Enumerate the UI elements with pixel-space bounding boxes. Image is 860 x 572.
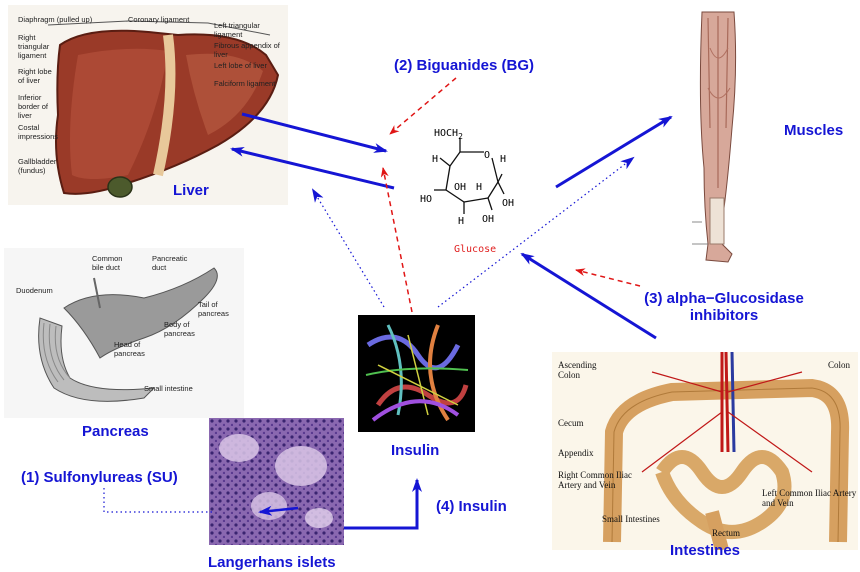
insulin-therapy-label: (4) Insulin: [436, 498, 507, 515]
langerhans-label: Langerhans islets: [208, 554, 336, 571]
muscles-label: Muscles: [784, 122, 843, 139]
intestines-to-glucose-arrow: [522, 254, 656, 338]
biguanides-arrow: [390, 78, 456, 134]
sulfonylureas-dotted: [104, 488, 213, 512]
liver-to-glucose-arrow: [242, 114, 386, 151]
glucose-to-liver-arrow: [232, 149, 394, 188]
pancreas-label: Pancreas: [82, 423, 149, 440]
liver-label: Liver: [173, 182, 209, 199]
insulin-to-muscles-dotted: [438, 158, 633, 307]
alpha-glucosidase-line1: (3) alpha−Glucosidase: [638, 290, 810, 307]
insulin-to-liver-dotted: [313, 190, 384, 307]
glucose-to-muscles-arrow: [556, 117, 671, 187]
intestines-label: Intestines: [670, 542, 740, 559]
islet-pointer-arrow: [260, 508, 298, 512]
insulin-therapy-arrow: [344, 480, 417, 528]
biguanides-label: (2) Biguanides (BG): [394, 57, 534, 74]
insulin-to-glucose-arrow: [383, 168, 412, 312]
alpha-glucosidase-arrow: [576, 270, 640, 286]
alpha-glucosidase-line2: inhibitors: [638, 307, 810, 324]
insulin-label: Insulin: [391, 442, 439, 459]
sulfonylureas-label: (1) Sulfonylureas (SU): [21, 469, 178, 486]
alpha-glucosidase-label: (3) alpha−Glucosidase inhibitors: [638, 290, 810, 324]
